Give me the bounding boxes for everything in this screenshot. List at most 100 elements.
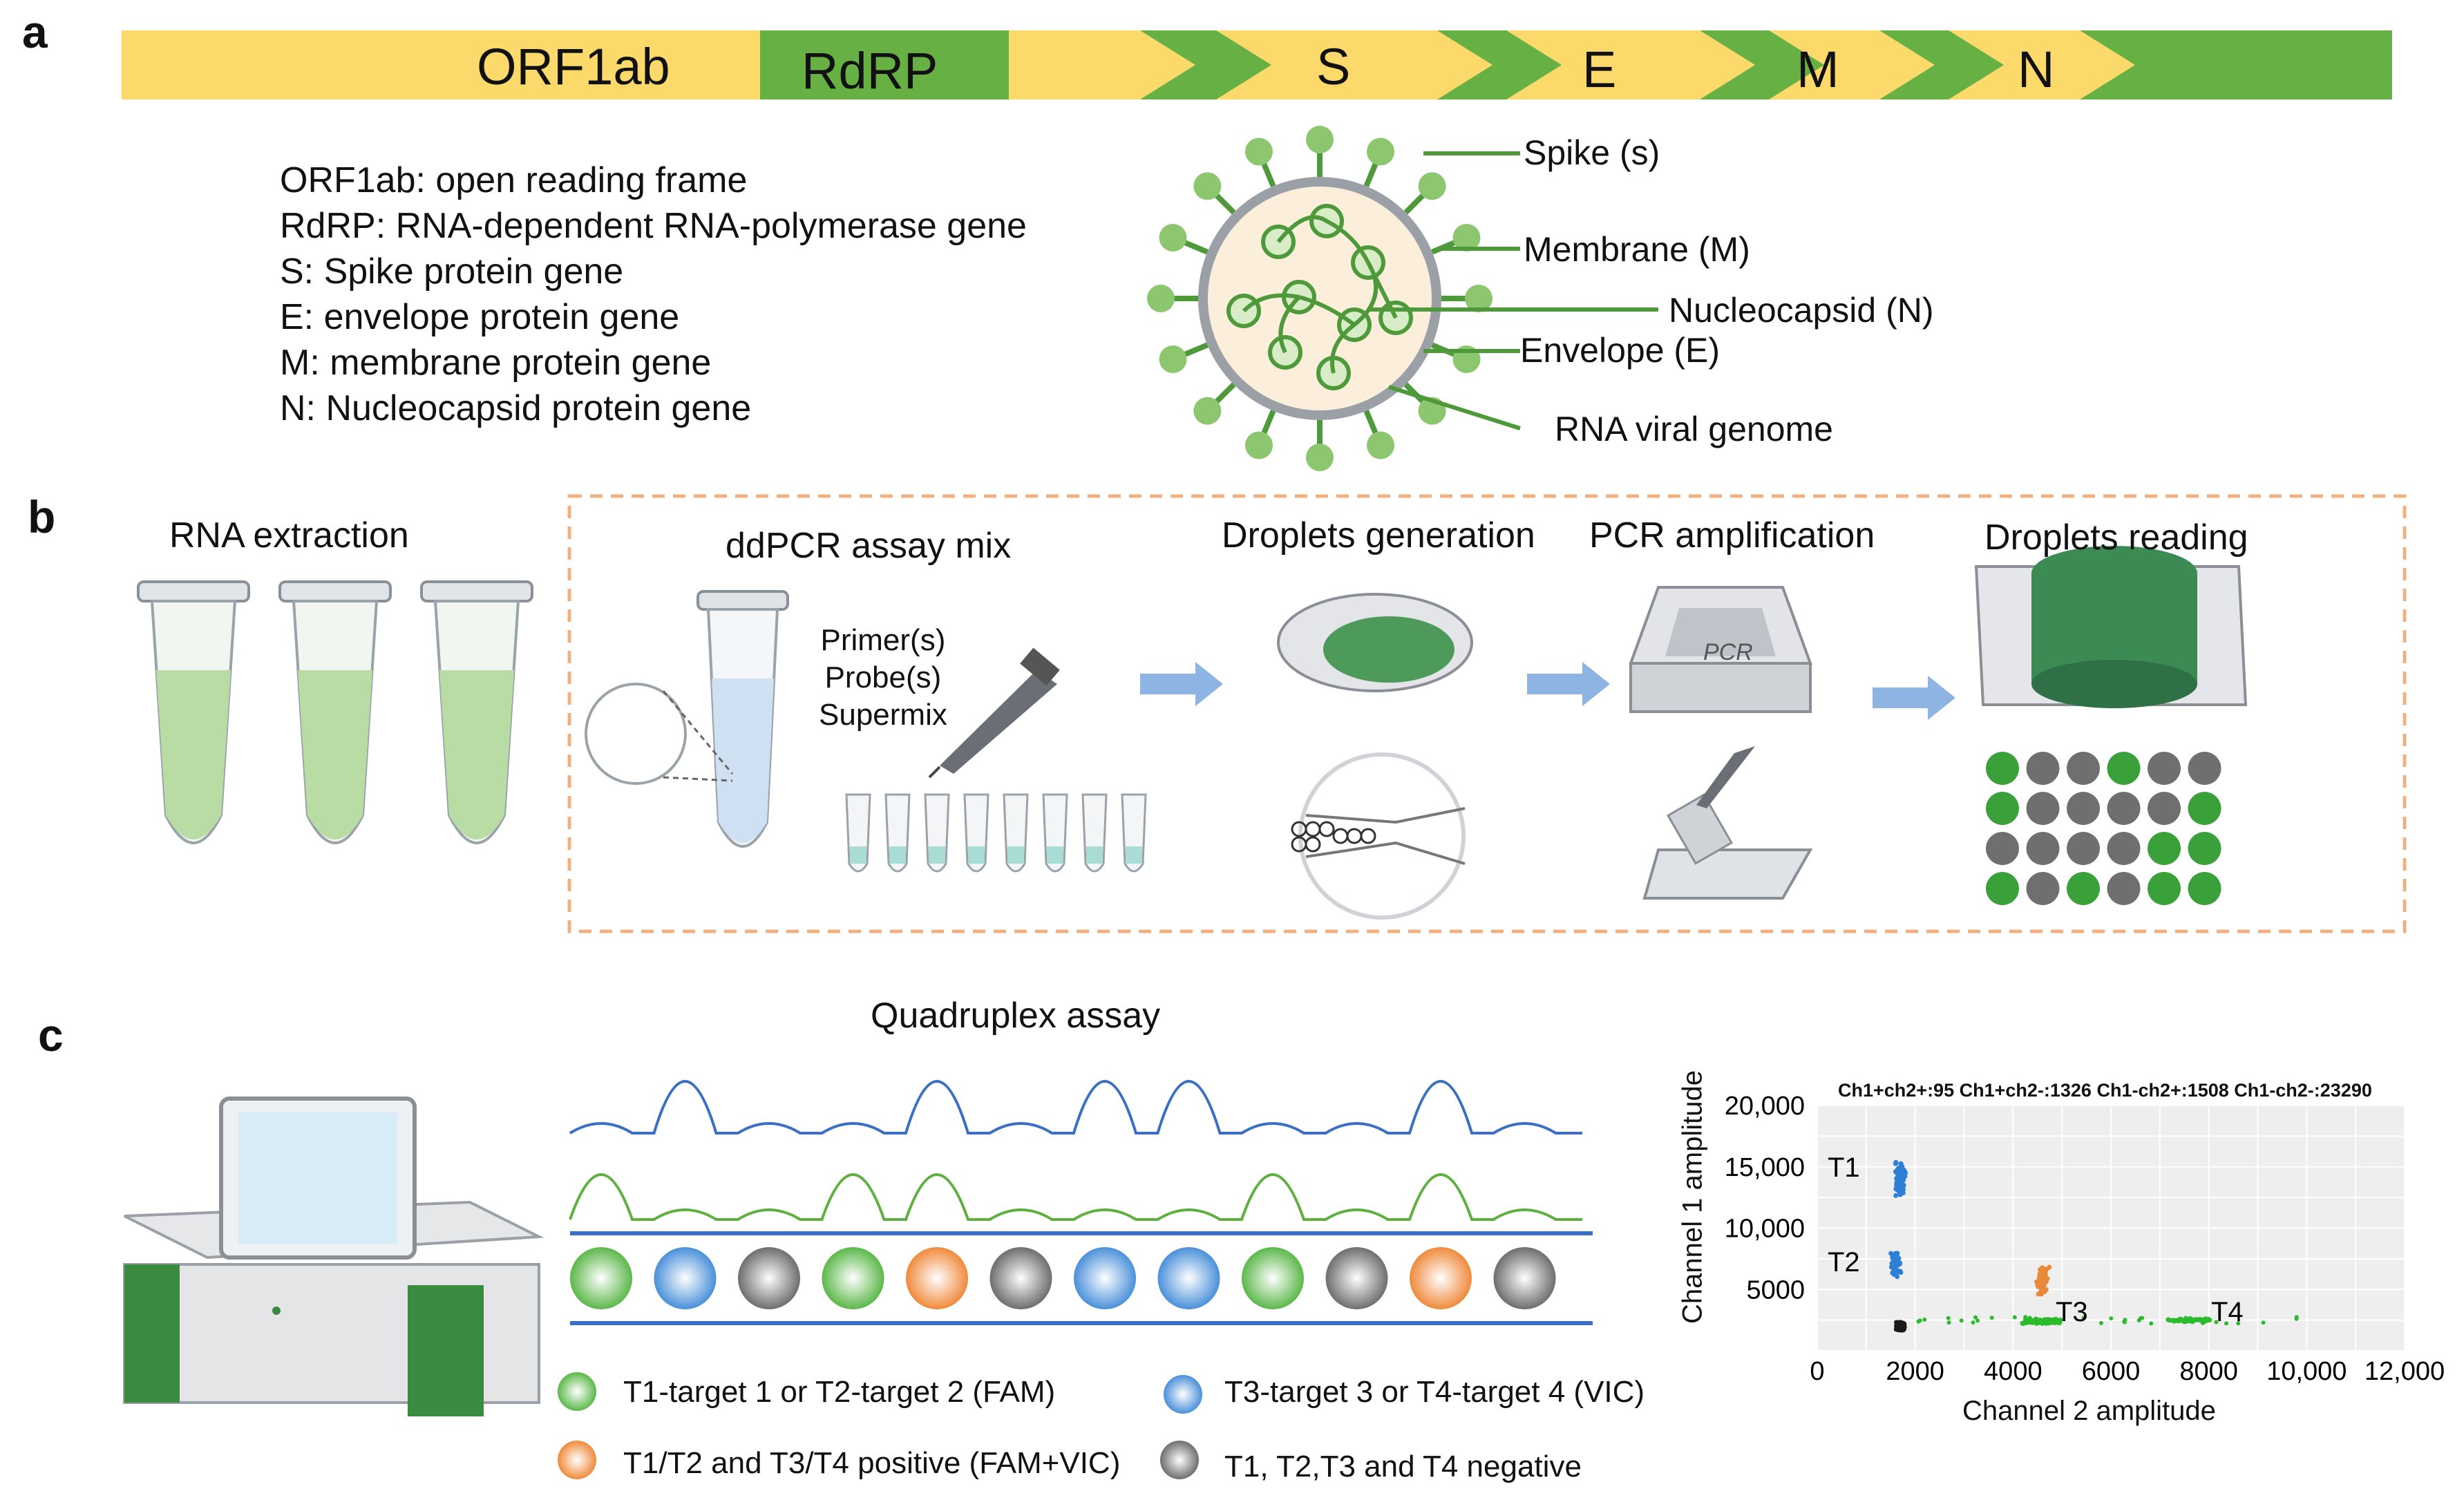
scatter-point bbox=[2023, 1315, 2028, 1320]
reading-droplet bbox=[2188, 792, 2221, 825]
spike-head bbox=[1367, 137, 1395, 166]
gene-legend: ORF1ab: open reading frame RdRP: RNA-dep… bbox=[280, 158, 1027, 431]
label-envelope: Envelope (E) bbox=[1520, 331, 1721, 370]
assay-droplet bbox=[989, 1247, 1052, 1309]
scatter-point bbox=[2178, 1316, 2183, 1321]
scatter-point bbox=[1971, 1320, 1975, 1325]
x-tick-label: 0 bbox=[1810, 1357, 1824, 1386]
x-axis-label: Channel 2 amplitude bbox=[1962, 1396, 2216, 1426]
scatter-point bbox=[1973, 1315, 1978, 1320]
scatter-point bbox=[1896, 1260, 1902, 1266]
y-tick-label: 5000 bbox=[1746, 1275, 1805, 1304]
scatter-point bbox=[1917, 1318, 1922, 1323]
gene-legend-orf1ab: ORF1ab: open reading frame bbox=[280, 160, 748, 200]
strip-liquid bbox=[968, 846, 985, 864]
reading-droplet bbox=[2148, 752, 2181, 785]
assay-droplet bbox=[654, 1247, 717, 1309]
scatter-point bbox=[2043, 1266, 2048, 1272]
tube-liquid bbox=[156, 670, 231, 839]
reagent-supermix: Supermix bbox=[819, 698, 947, 732]
tube-liquid bbox=[298, 670, 372, 839]
strip-liquid bbox=[1047, 846, 1063, 864]
spike-head bbox=[1159, 345, 1187, 374]
reading-droplet bbox=[2026, 872, 2060, 905]
cluster-label-t3: T3 bbox=[2056, 1297, 2088, 1327]
scatter-point bbox=[2030, 1320, 2035, 1325]
cluster-label-t1: T1 bbox=[1828, 1152, 1860, 1183]
y-tick-label: 15,000 bbox=[1725, 1153, 1805, 1182]
reagent-list: Primer(s) Probe(s) Supermix bbox=[819, 622, 947, 734]
scatter-point bbox=[1899, 1179, 1904, 1185]
scatter-point bbox=[2109, 1316, 2114, 1321]
spike-head bbox=[1193, 172, 1222, 200]
spike-head bbox=[1244, 431, 1273, 459]
reading-droplet bbox=[1986, 872, 2019, 905]
cluster-label-t2: T2 bbox=[1828, 1247, 1860, 1278]
assay-droplet bbox=[822, 1247, 884, 1309]
scatter-point bbox=[1890, 1270, 1895, 1275]
reading-droplet bbox=[2188, 872, 2221, 905]
reading-droplet bbox=[2107, 792, 2141, 825]
scatter-point bbox=[2172, 1318, 2178, 1324]
scatter-point bbox=[1889, 1261, 1895, 1266]
assay-droplet bbox=[1157, 1247, 1220, 1309]
scatter-point bbox=[1898, 1161, 1904, 1166]
scatter-point bbox=[1895, 1327, 1900, 1332]
scatter-point bbox=[2224, 1321, 2229, 1326]
scatter-point bbox=[2188, 1318, 2192, 1322]
gene-legend-rdrp: RdRP: RNA-dependent RNA-polymerase gene bbox=[280, 206, 1027, 246]
reagent-probe: Probe(s) bbox=[824, 661, 942, 694]
gene-s: S bbox=[1316, 38, 1351, 95]
legend-fam: T1-target 1 or T2-target 2 (FAM) bbox=[623, 1375, 1056, 1409]
reading-droplet bbox=[2107, 872, 2141, 905]
spike-head bbox=[1367, 431, 1395, 459]
scatter-point bbox=[2214, 1320, 2219, 1325]
assay-droplet bbox=[738, 1247, 800, 1309]
strip-liquid bbox=[889, 846, 906, 864]
spike-head bbox=[1306, 444, 1334, 471]
label-membrane: Membrane (M) bbox=[1524, 230, 1750, 269]
scatter-point bbox=[2294, 1315, 2299, 1320]
scatter-point bbox=[1894, 1251, 1899, 1256]
strip-liquid bbox=[929, 846, 945, 864]
scatter-point bbox=[1975, 1318, 1980, 1323]
scatter-point bbox=[2236, 1321, 2241, 1326]
gene-legend-n: N: Nucleocapsid protein gene bbox=[280, 388, 752, 428]
reading-droplet bbox=[1986, 752, 2019, 785]
x-tick-label: 2000 bbox=[1886, 1357, 1944, 1386]
x-tick-label: 6000 bbox=[2082, 1357, 2141, 1386]
x-tick-label: 12,000 bbox=[2365, 1357, 2445, 1386]
scatter-point bbox=[2042, 1288, 2047, 1293]
scatter-point bbox=[1893, 1161, 1898, 1166]
legend-vic: T3-target 3 or T4-target 4 (VIC) bbox=[1224, 1375, 1645, 1409]
scatter-point bbox=[2022, 1320, 2027, 1326]
scatter-point bbox=[2122, 1320, 2127, 1325]
step-droplet-reading: Droplets reading bbox=[1984, 518, 2248, 558]
reading-droplet bbox=[2067, 752, 2100, 785]
scatter-point bbox=[2167, 1318, 2172, 1323]
y-tick-label: 10,000 bbox=[1725, 1215, 1805, 1244]
scatter-point bbox=[1922, 1317, 1927, 1322]
scatter-point bbox=[2196, 1317, 2201, 1322]
scatter-point bbox=[2201, 1319, 2206, 1324]
scatter-point bbox=[2138, 1316, 2143, 1321]
spike-head bbox=[1418, 172, 1446, 200]
scatter-point bbox=[2043, 1273, 2048, 1278]
scatter-point bbox=[2012, 1315, 2017, 1320]
spike-head bbox=[1452, 223, 1481, 252]
gene-n: N bbox=[2018, 41, 2055, 98]
reading-droplet bbox=[2067, 832, 2100, 865]
assay-droplet bbox=[1242, 1247, 1304, 1309]
label-nucleocapsid: Nucleocapsid (N) bbox=[1669, 291, 1934, 330]
y-tick-label: 20,000 bbox=[1725, 1092, 1805, 1121]
reading-droplet bbox=[2067, 872, 2100, 905]
assay-droplet bbox=[1493, 1247, 1556, 1309]
strip-liquid bbox=[1126, 846, 1142, 864]
reading-droplet bbox=[2188, 832, 2221, 865]
scatter-point bbox=[2049, 1320, 2054, 1325]
step-rna-extraction: RNA extraction bbox=[169, 515, 409, 556]
